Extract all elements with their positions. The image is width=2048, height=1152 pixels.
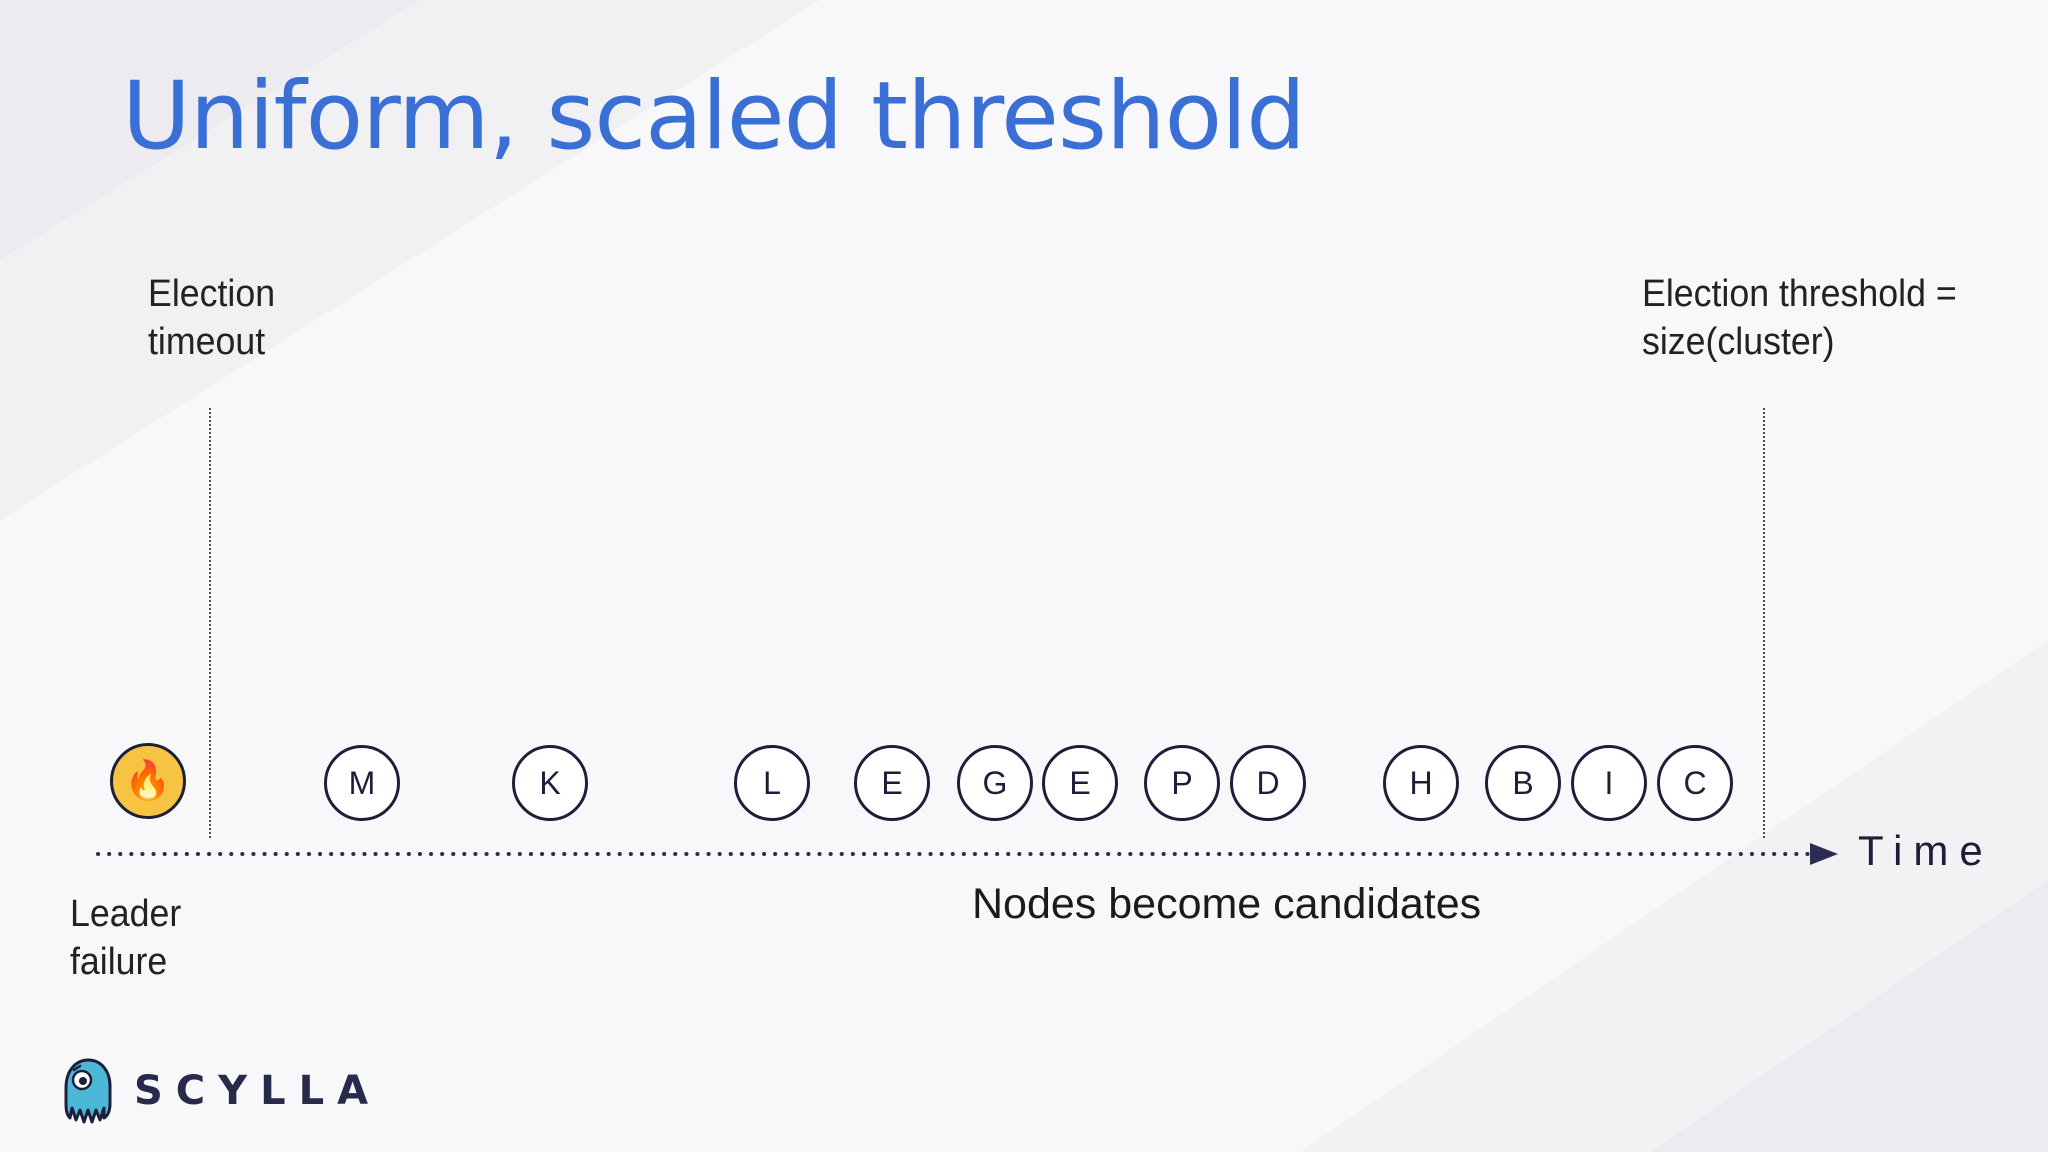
node-label: H bbox=[1409, 764, 1433, 801]
election-timeout-line-1: Election bbox=[148, 273, 276, 315]
node-label: K bbox=[539, 764, 561, 801]
election-threshold-line-2: size(cluster) bbox=[1642, 321, 1835, 363]
node-b: B bbox=[1485, 745, 1561, 821]
node-c: C bbox=[1657, 745, 1733, 821]
election-timeout-label: Election timeout bbox=[148, 270, 275, 366]
node-e-2: E bbox=[1042, 745, 1118, 821]
node-l: L bbox=[734, 745, 810, 821]
election-threshold-marker bbox=[1763, 408, 1765, 838]
leader-failure-node: 🔥 bbox=[110, 743, 186, 819]
scylla-logo: SCYLLA bbox=[60, 1058, 381, 1124]
leader-failure-label: Leader failure bbox=[70, 890, 181, 986]
node-d: D bbox=[1230, 745, 1306, 821]
election-threshold-line-1: Election threshold = bbox=[1642, 273, 1957, 315]
node-g: G bbox=[957, 745, 1033, 821]
scylla-wordmark: SCYLLA bbox=[134, 1068, 382, 1114]
node-label: E bbox=[881, 764, 903, 801]
nodes-become-candidates-caption: Nodes become candidates bbox=[972, 880, 1482, 928]
node-label: P bbox=[1171, 764, 1193, 801]
time-axis-label: Time bbox=[1858, 827, 1994, 874]
node-h: H bbox=[1383, 745, 1459, 821]
node-i: I bbox=[1571, 745, 1647, 821]
election-timeout-line-2: timeout bbox=[148, 321, 266, 363]
node-label: E bbox=[1069, 764, 1091, 801]
node-k: K bbox=[512, 745, 588, 821]
time-axis-arrowhead bbox=[1810, 843, 1838, 865]
election-timeout-marker bbox=[209, 408, 211, 838]
scylla-octopus-icon bbox=[64, 1058, 112, 1124]
node-label: D bbox=[1256, 764, 1280, 801]
node-label: L bbox=[763, 764, 781, 801]
election-threshold-label: Election threshold = size(cluster) bbox=[1642, 270, 1957, 366]
slide-title: Uniform, scaled threshold bbox=[122, 62, 1306, 171]
node-m: M bbox=[324, 745, 400, 821]
node-p: P bbox=[1144, 745, 1220, 821]
node-label: B bbox=[1512, 764, 1534, 801]
fire-icon: 🔥 bbox=[124, 760, 172, 802]
node-label: I bbox=[1604, 764, 1614, 801]
node-e: E bbox=[854, 745, 930, 821]
node-label: G bbox=[982, 764, 1008, 801]
leader-failure-line-2: failure bbox=[70, 941, 168, 983]
node-label: M bbox=[348, 764, 376, 801]
leader-failure-line-1: Leader bbox=[70, 893, 182, 935]
node-label: C bbox=[1683, 764, 1707, 801]
